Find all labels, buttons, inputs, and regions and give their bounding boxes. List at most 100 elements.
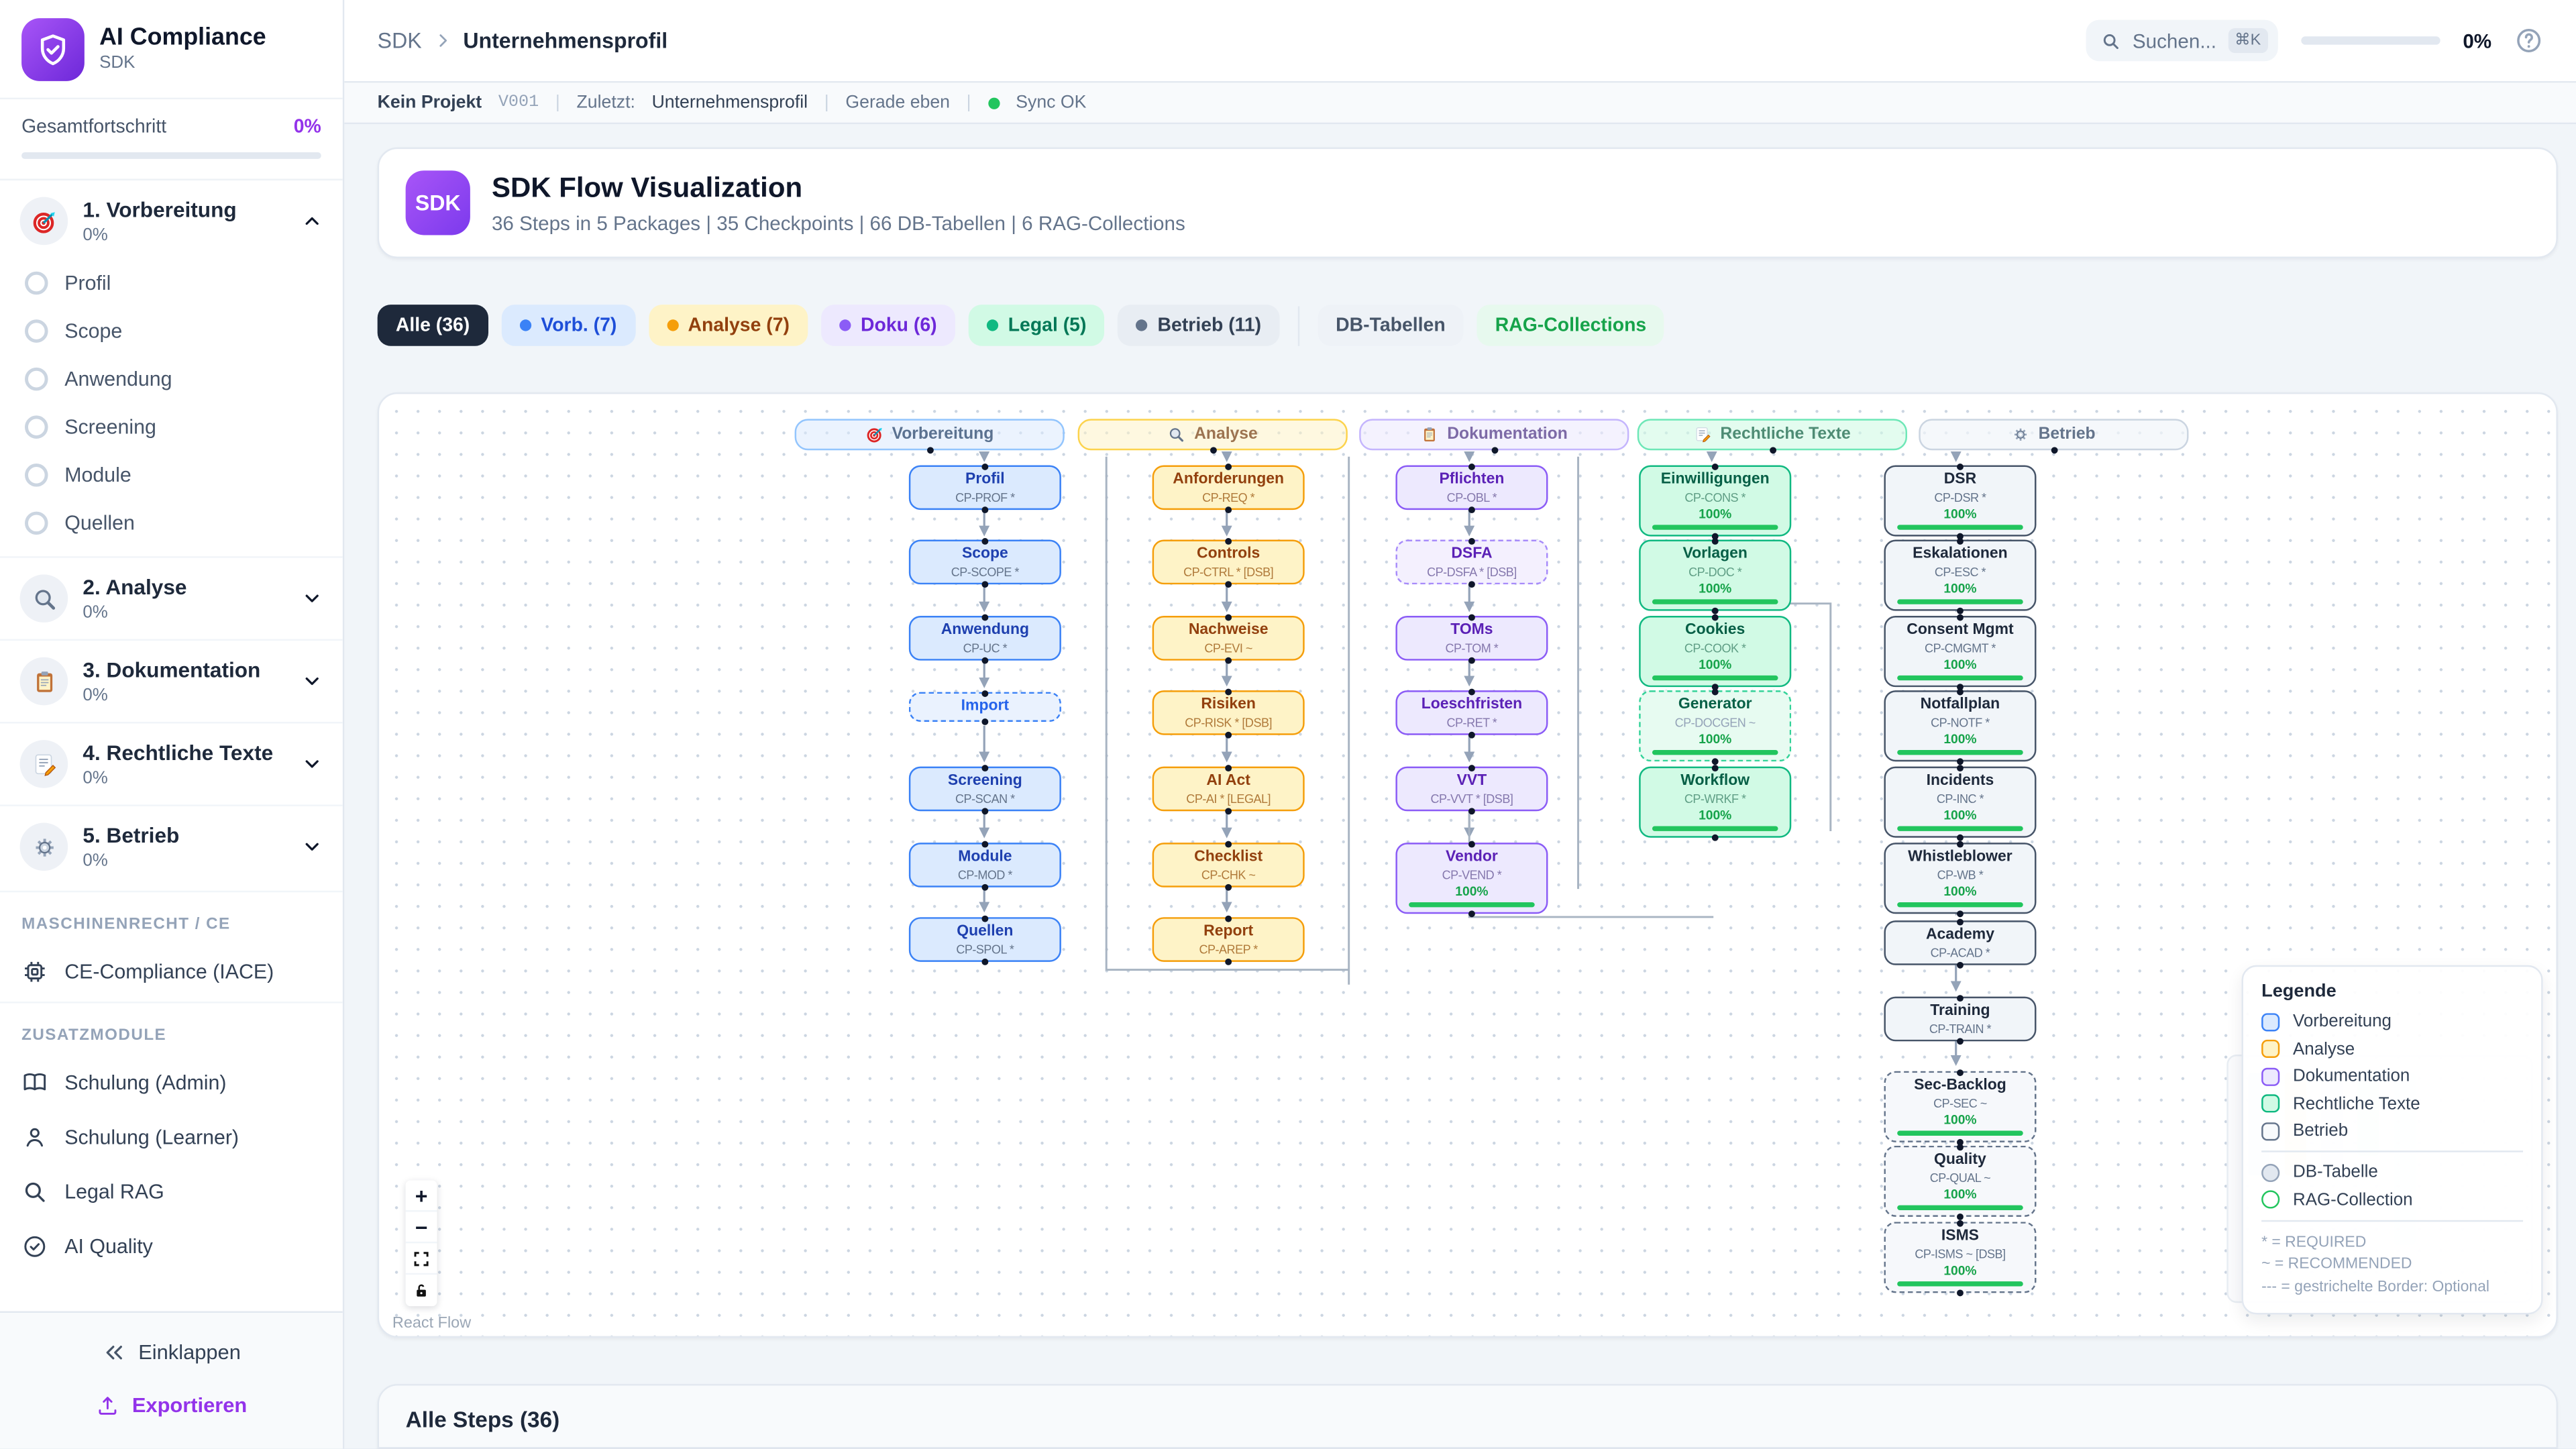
search-input[interactable]: Suchen... ⌘K xyxy=(2086,19,2277,62)
flow-node-import[interactable]: Import xyxy=(908,689,1061,724)
node-progress-value: 100% xyxy=(1943,884,1977,900)
node-progress-value: 100% xyxy=(1943,808,1977,823)
package-header-betrieb[interactable]: Betrieb xyxy=(1919,419,2189,453)
sidebar-item-schulung-admin[interactable]: Schulung (Admin) xyxy=(0,1055,343,1109)
package-label: Vorbereitung xyxy=(892,425,994,444)
sidebar-item-screening[interactable]: Screening xyxy=(0,402,343,451)
filter-chip-prep[interactable]: Vorb. (7) xyxy=(501,305,635,346)
node-code: CP-SEC ~ xyxy=(1933,1096,1987,1112)
filter-chip-doku[interactable]: Doku (6) xyxy=(820,305,955,346)
module-label: AI Quality xyxy=(64,1234,153,1258)
breadcrumb-root[interactable]: SDK xyxy=(377,28,422,53)
sidebar-item-ce-compliance-iace[interactable]: CE-Compliance (IACE) xyxy=(0,944,343,998)
flow-canvas[interactable]: Legende Vorbereitung Analyse Dokumentation… xyxy=(377,392,2558,1338)
fit-view-button[interactable] xyxy=(405,1243,437,1275)
package-header-rechtliche-texte[interactable]: Rechtliche Texte xyxy=(1637,419,1907,453)
section-progress: 0% xyxy=(83,685,108,706)
zoom-out-button[interactable]: − xyxy=(405,1212,437,1244)
collapse-button[interactable]: Einklappen xyxy=(0,1327,343,1380)
package-header-dokumentation[interactable]: Dokumentation xyxy=(1359,419,1629,453)
help-icon[interactable] xyxy=(2515,26,2543,54)
lock-button[interactable] xyxy=(405,1275,437,1307)
sidebar-item-module[interactable]: Module xyxy=(0,450,343,498)
filter-chip-rag[interactable]: RAG-Collections xyxy=(1477,305,1665,346)
legend-label: RAG-Collection xyxy=(2293,1189,2413,1210)
upload-icon xyxy=(96,1395,119,1418)
collapse-label: Einklappen xyxy=(138,1341,241,1365)
zoom-in-button[interactable]: + xyxy=(405,1180,437,1212)
node-progress-bar xyxy=(1897,1281,2023,1287)
sidebar-item-quellen[interactable]: Quellen xyxy=(0,498,343,547)
sidebar-item-ai-quality[interactable]: AI Quality xyxy=(0,1218,343,1273)
legend-title: Legende xyxy=(2261,981,2337,1002)
node-title: Cookies xyxy=(1685,621,1746,638)
filter-chip-all[interactable]: Alle (36) xyxy=(377,305,488,346)
filter-chip-legal[interactable]: Legal (5) xyxy=(968,305,1105,346)
package-header-analyse[interactable]: Analyse xyxy=(1077,419,1348,453)
filter-chip-betrieb[interactable]: Betrieb (11) xyxy=(1118,305,1280,346)
sidebar-item-scope[interactable]: Scope xyxy=(0,307,343,355)
sidebar-item-profil[interactable]: Profil xyxy=(0,258,343,307)
node-title: Anwendung xyxy=(941,621,1030,638)
person-icon xyxy=(21,1123,48,1149)
legend-item-db-tabelle: DB-Tabelle xyxy=(2261,1163,2523,1182)
legend-note: ~ = RECOMMENDED xyxy=(2261,1254,2412,1272)
last-label: Zuletzt: xyxy=(576,93,635,113)
export-button[interactable]: Exportieren xyxy=(0,1380,343,1433)
legend-item-rag-collection: RAG-Collection xyxy=(2261,1189,2523,1210)
node-title: Einwilligungen xyxy=(1660,470,1770,487)
node-progress-bar xyxy=(1652,826,1778,832)
package-header-vorbereitung[interactable]: Vorbereitung xyxy=(794,419,1065,453)
dot-icon xyxy=(986,319,998,331)
divider xyxy=(1297,305,1299,345)
sidebar-item-legal-rag[interactable]: Legal RAG xyxy=(0,1164,343,1218)
filter-chip-analyse[interactable]: Analyse (7) xyxy=(648,305,808,346)
sidebar-item-schulung-learner[interactable]: Schulung (Learner) xyxy=(0,1109,343,1163)
filter-chip-db[interactable]: DB-Tabellen xyxy=(1318,305,1464,346)
node-code: CP-CTRL * [DSB] xyxy=(1183,564,1274,580)
chip-icon xyxy=(21,958,48,984)
sidebar-item-anwendung[interactable]: Anwendung xyxy=(0,354,343,402)
